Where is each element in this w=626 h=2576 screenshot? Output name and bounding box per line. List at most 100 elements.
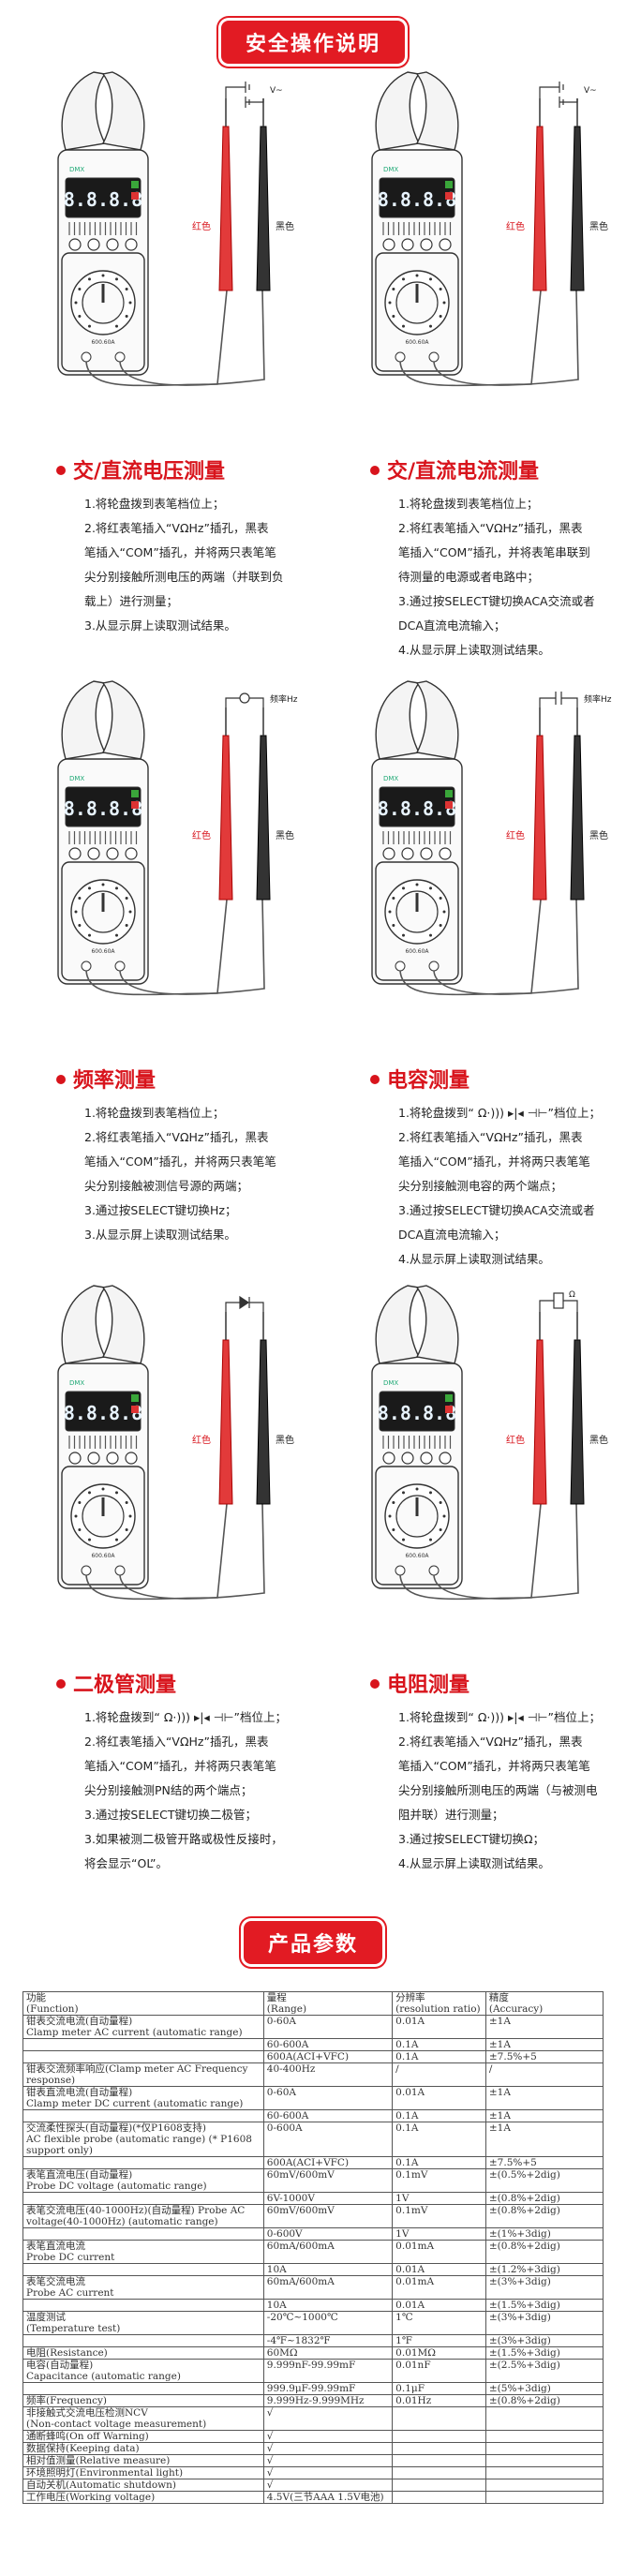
spec-cell: 0.1A	[392, 2109, 486, 2122]
meter-bottom-label: 600.60A	[405, 1553, 429, 1559]
step-line: 2.将红表笔插入“VΩHz”插孔，黑表	[84, 1130, 269, 1144]
section-title: 电阻测量	[370, 1668, 470, 1698]
section-title: 频率测量	[56, 1064, 156, 1094]
meter-bottom-label: 600.60A	[91, 339, 115, 346]
meter-display-digits: 8.8.8.8	[378, 1402, 456, 1424]
spec-cell: 表笔交流电压(40-1000Hz)(自动量程) Probe AC voltage…	[22, 2204, 264, 2228]
spec-cell: ±(1.5%+3dig)	[484, 2346, 604, 2360]
probe-label: V~	[270, 86, 283, 96]
spec-cell: 9.999nF-99.99mF	[262, 2359, 394, 2383]
bullet-dot-icon	[56, 1679, 66, 1689]
spec-cell: 0.01A	[392, 2299, 486, 2312]
safety-banner: 安全操作说明	[220, 21, 406, 64]
step-line: 3.如果被测二极管开路或极性反接时，	[84, 1832, 283, 1846]
spec-cell: 600A(ACI+VFC)	[262, 2156, 394, 2169]
clamp-meter-illustration: 8.8.8.8DMX600.60A红色黑色V~	[371, 71, 608, 387]
meter-bottom-label: 600.60A	[91, 948, 115, 955]
spec-cell	[22, 2109, 264, 2122]
spec-cell	[22, 2050, 264, 2063]
spec-row: 通断蜂鸣(On off Warning)√	[22, 2430, 604, 2443]
spec-cell: ±(1.2%+3dig)	[484, 2263, 604, 2276]
spec-cell: ±(0.8%+2dig)	[484, 2240, 604, 2264]
clamp-meter-illustration: 8.8.8.8DMX600.60A红色黑色Ω	[371, 1285, 608, 1601]
black-lead-label: 黑色	[276, 1434, 294, 1446]
black-lead-label: 黑色	[589, 220, 608, 232]
spec-row: 电容(自动量程) Capacitance (automatic range)9.…	[22, 2359, 604, 2383]
meter-display	[65, 786, 142, 827]
meter-display	[65, 1391, 142, 1432]
spec-cell: 0.1mV	[392, 2168, 486, 2193]
bullet-dot-icon	[370, 1075, 380, 1084]
spec-cell: 60MΩ	[262, 2346, 394, 2360]
bullet-dot-icon	[56, 466, 66, 475]
probe-label: 频率Hz	[584, 693, 612, 705]
red-lead-label: 红色	[506, 829, 525, 841]
meter-display-digits: 8.8.8.8	[64, 797, 142, 820]
section-steps: 1.将轮盘拨到表笔档位上； 2.将红表笔插入“VΩHz”插孔，黑表笔插入“COM”…	[84, 1101, 302, 1247]
meter-brand: DMX	[69, 775, 84, 782]
spec-header-row: 功能 (Function)量程 (Range)分辨率 (resolution r…	[22, 1991, 604, 2016]
spec-cell: 0.1μF	[392, 2382, 486, 2395]
step-line: 3.通过按SELECT键切换二极管；	[84, 1808, 257, 1822]
step-line: 笔插入“COM”插孔，并将表笔串联到	[398, 545, 590, 559]
spec-cell: 4.5V(三节AAA 1.5V电池)	[262, 2491, 394, 2504]
meter-bottom-label: 600.60A	[91, 1553, 115, 1559]
meter-brand: DMX	[69, 166, 84, 173]
step-line: 2.将红表笔插入“VΩHz”插孔，黑表	[84, 521, 269, 535]
section-title-text: 电容测量	[387, 1069, 470, 1093]
spec-cell: ±1A	[484, 2086, 604, 2110]
step-line: 1.将轮盘拨到表笔档位上；	[84, 1106, 225, 1120]
spec-header-cell: 分辨率 (resolution ratio)	[392, 1991, 486, 2016]
spec-cell: 60mV/600mV	[262, 2204, 394, 2228]
step-line: 笔插入“COM”插孔，并将两只表笔笔	[84, 1154, 276, 1169]
meter-bottom-label: 600.60A	[405, 948, 429, 955]
step-line: DCA直流电流输入；	[398, 618, 506, 633]
meter-display-digits: 8.8.8.8	[64, 188, 142, 211]
spec-cell: √	[262, 2430, 394, 2443]
spec-cell: 表笔直流电流 Probe DC current	[22, 2240, 264, 2264]
meter-display	[379, 1391, 455, 1432]
meter-brand: DMX	[69, 1379, 84, 1387]
step-line: 尖分别接触测PN结的两个端点；	[84, 1783, 253, 1797]
spec-cell: 60mA/600mA	[262, 2240, 394, 2264]
spec-cell: ±(0.5%+2dig)	[484, 2168, 604, 2193]
spec-cell	[392, 2491, 486, 2504]
spec-cell: 0.01A	[392, 2086, 486, 2110]
spec-row: 非接触式交流电压检测NCV (Non-contact voltage measu…	[22, 2406, 604, 2431]
spec-cell: ±1A	[484, 2038, 604, 2051]
spec-cell: ±(3%+3dig)	[484, 2275, 604, 2300]
spec-cell: 电阻(Resistance)	[22, 2346, 264, 2360]
step-line: 1.将轮盘拨到表笔档位上；	[84, 497, 225, 511]
spec-cell: 频率(Frequency)	[22, 2394, 264, 2407]
meter-display-digits: 8.8.8.8	[64, 1402, 142, 1424]
step-line: 2.将红表笔插入“VΩHz”插孔，黑表	[398, 1735, 583, 1749]
probe-label: Ω	[569, 1290, 575, 1300]
spec-row: 自动关机(Automatic shutdown)√	[22, 2479, 604, 2492]
spec-cell: 1℃	[392, 2311, 486, 2335]
spec-cell: 0.1A	[392, 2038, 486, 2051]
spec-cell: √	[262, 2442, 394, 2455]
meter-display-digits: 8.8.8.8	[378, 797, 456, 820]
circuit-symbol	[539, 1292, 578, 1312]
spec-cell: 表笔直流电压(自动量程) Probe DC voltage (automatic…	[22, 2168, 264, 2193]
section-title-text: 交/直流电流测量	[387, 460, 540, 484]
step-line: 2.将红表笔插入“VΩHz”插孔，黑表	[398, 1130, 583, 1144]
step-line: 笔插入“COM”插孔，并将两只表笔笔	[398, 1759, 590, 1773]
black-lead-label: 黑色	[276, 220, 294, 232]
clamp-meter-illustration: 8.8.8.8DMX600.60A红色黑色	[57, 1285, 294, 1601]
spec-cell: ±(1.5%+3dig)	[484, 2299, 604, 2312]
